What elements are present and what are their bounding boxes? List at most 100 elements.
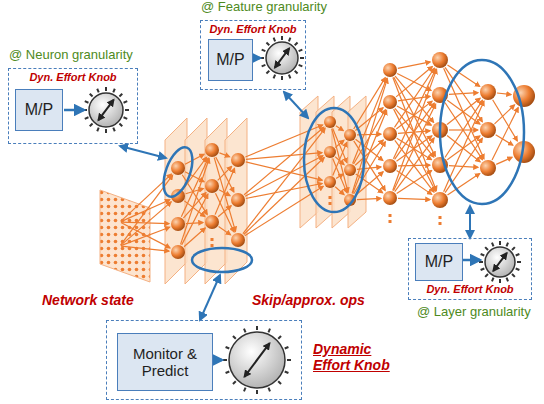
focus-ellipse bbox=[158, 143, 198, 200]
neuron bbox=[171, 217, 185, 231]
knob-label: Dyn. Effort Knob bbox=[201, 23, 305, 36]
granularity-heading: @ Layer granularity bbox=[417, 305, 531, 320]
ellipsis-mark bbox=[389, 214, 392, 226]
focus-ellipse bbox=[304, 108, 364, 212]
effort-knob bbox=[83, 87, 129, 133]
monitor-predict-box: Monitor & Predict bbox=[117, 333, 213, 391]
feature-map bbox=[225, 118, 247, 284]
leader-arrow bbox=[469, 206, 471, 238]
synapse bbox=[333, 158, 347, 192]
neuron bbox=[324, 176, 336, 188]
annotation-label: Network state bbox=[40, 292, 136, 308]
box-label: M/P bbox=[21, 99, 57, 121]
box-label: M/P bbox=[421, 251, 457, 273]
synapse bbox=[245, 156, 323, 197]
effort-knob bbox=[479, 241, 521, 283]
synapse bbox=[398, 198, 430, 199]
neuron bbox=[344, 129, 356, 141]
ellipsis-mark bbox=[329, 196, 332, 208]
synapse bbox=[396, 66, 432, 96]
effort-control-box: Dynamic Effort KnobMonitor & Predict bbox=[106, 320, 302, 400]
synapse bbox=[184, 228, 205, 247]
input-layer bbox=[100, 190, 150, 282]
synapse bbox=[496, 157, 512, 164]
neuron bbox=[171, 161, 185, 175]
synapse bbox=[121, 200, 170, 222]
synapse bbox=[218, 206, 231, 217]
neuron bbox=[231, 193, 245, 207]
knob-label: Dynamic Effort Knob bbox=[313, 341, 405, 373]
synapse bbox=[395, 138, 434, 191]
granularity-heading: @ Neuron granularity bbox=[9, 48, 133, 63]
synapse bbox=[243, 128, 325, 233]
synapse bbox=[121, 227, 170, 245]
neuron bbox=[383, 159, 397, 173]
synapse bbox=[121, 222, 169, 224]
neuron bbox=[171, 245, 185, 259]
synapse bbox=[181, 158, 208, 217]
neuron bbox=[383, 191, 397, 205]
leader-arrow bbox=[200, 275, 220, 320]
synapse bbox=[449, 93, 478, 95]
synapse bbox=[335, 140, 344, 147]
feature-map bbox=[300, 96, 318, 228]
synapse bbox=[357, 198, 381, 199]
neuron bbox=[432, 192, 448, 208]
synapse bbox=[186, 223, 203, 224]
knob-label: Dyn. Effort Knob bbox=[9, 71, 137, 84]
synapse bbox=[393, 104, 435, 191]
synapse bbox=[121, 246, 169, 251]
knob-label: Dyn. Effort Knob bbox=[409, 283, 531, 296]
neuron bbox=[432, 52, 448, 68]
control-arrow bbox=[252, 57, 260, 60]
neuron bbox=[383, 63, 397, 77]
synapse bbox=[398, 62, 430, 68]
neuron bbox=[480, 160, 496, 176]
synapse bbox=[445, 100, 483, 157]
neuron bbox=[205, 215, 219, 229]
synapse bbox=[246, 153, 322, 160]
synapse bbox=[352, 79, 387, 194]
monitor-predict-box: M/P bbox=[415, 243, 463, 281]
effort-knob bbox=[223, 326, 291, 394]
control-arrow bbox=[463, 259, 480, 262]
focus-ellipse bbox=[440, 60, 524, 204]
synapse bbox=[181, 159, 210, 245]
synapse bbox=[355, 108, 383, 131]
neuron bbox=[324, 116, 336, 128]
neuron bbox=[383, 127, 397, 141]
effort-knob bbox=[260, 36, 304, 80]
neuron bbox=[205, 179, 219, 193]
synapse bbox=[397, 171, 432, 194]
box-label: M/P bbox=[212, 49, 248, 71]
leader-arrow bbox=[284, 92, 308, 118]
neuron bbox=[231, 153, 245, 167]
ellipsis-mark bbox=[439, 216, 442, 228]
granularity-box: Dyn. Effort Knob@ Layer granularityM/P bbox=[408, 238, 532, 300]
granularity-box: @ Neuron granularityDyn. Effort KnobM/P bbox=[8, 68, 138, 144]
box-label: Monitor & Predict bbox=[118, 343, 212, 382]
synapse bbox=[185, 154, 204, 164]
synapse bbox=[353, 110, 387, 193]
neuron bbox=[344, 164, 356, 176]
neuron bbox=[480, 122, 496, 138]
neuron bbox=[480, 84, 496, 100]
synapse bbox=[336, 126, 343, 131]
synapse bbox=[335, 187, 344, 195]
granularity-box: @ Feature granularityDyn. Effort KnobM/P bbox=[200, 20, 306, 90]
synapse bbox=[219, 153, 229, 157]
monitor-predict-box: M/P bbox=[15, 89, 63, 131]
feature-map bbox=[205, 118, 227, 284]
control-arrow bbox=[64, 109, 84, 112]
synapse bbox=[218, 166, 232, 180]
synapse bbox=[215, 168, 234, 214]
synapse bbox=[354, 142, 386, 194]
neuron bbox=[205, 143, 219, 157]
annotation-label: Skip/approx. ops bbox=[250, 292, 367, 308]
leader-arrow bbox=[120, 146, 166, 158]
neuron bbox=[383, 95, 397, 109]
synapse bbox=[336, 174, 343, 178]
neuron bbox=[324, 146, 336, 158]
synapse bbox=[245, 125, 322, 157]
synapse bbox=[219, 227, 231, 235]
